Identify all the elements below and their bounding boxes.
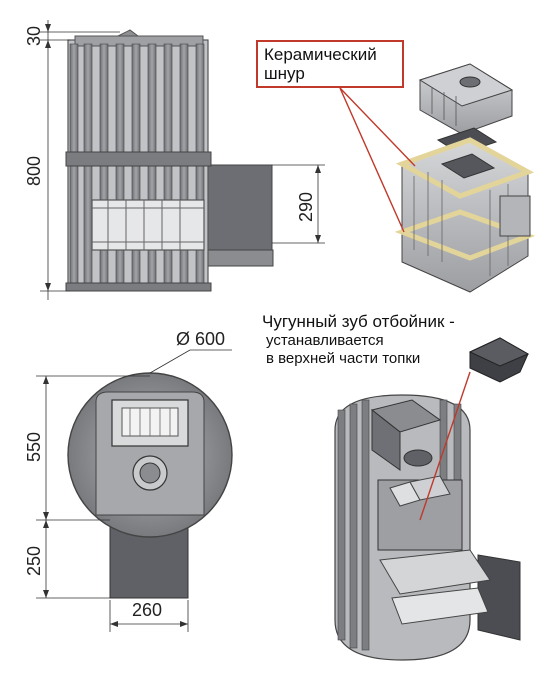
cast-iron-tooth-callout: Чугунный зуб отбойник - устанавливается … (262, 312, 472, 368)
dim-top-offset: 30 (24, 26, 44, 46)
cage-band (65, 151, 212, 167)
exploded-lid-ribs (431, 88, 457, 126)
dimension-arrows (45, 24, 321, 291)
ceramic-cord-line2: шнур (264, 64, 305, 83)
ceramic-cord-line1: Керамический (264, 45, 377, 64)
front-dimension-arrows (43, 376, 188, 627)
front-view: Ø 600 550 250 260 (24, 329, 233, 632)
tooth-line2: устанавливается (266, 332, 384, 349)
flue-box (204, 164, 273, 266)
tooth-leader (419, 371, 471, 521)
ceramic-cord-callout: Керамический шнур (256, 40, 404, 88)
dim-base-width: 260 (132, 600, 162, 620)
ash-port-inner (139, 462, 161, 484)
exploded-cord-top (395, 137, 535, 199)
front-dimension-lines (36, 349, 232, 632)
stove-top-handle (117, 29, 140, 37)
cutaway-ash-port (403, 449, 433, 467)
cutaway-ash-step (379, 549, 491, 595)
dim-diameter: Ø 600 (176, 329, 225, 349)
cutaway-ash-tray (391, 587, 489, 625)
cutaway-bars (337, 399, 462, 651)
cage-bottom (65, 282, 212, 292)
dim-height: 800 (24, 156, 44, 186)
cutaway-view (334, 337, 530, 661)
firebox-grille (129, 408, 171, 436)
tooth-line1: Чугунный зуб отбойник - (262, 312, 455, 331)
dim-front-height: 550 (24, 432, 44, 462)
exploded-flue-stub (499, 195, 531, 237)
dim-base-height: 250 (24, 546, 44, 576)
cast-iron-tooth-top (468, 337, 530, 367)
dim-chimney-height: 290 (296, 192, 316, 222)
tooth-line3: в верхней части топки (266, 350, 421, 367)
exploded-body-opening (440, 153, 496, 179)
side-view: 30 800 290 (24, 20, 325, 300)
exploded-lid-port (459, 76, 481, 88)
cutaway-tooth (389, 475, 451, 507)
cutaway-top-box-side (371, 408, 401, 471)
exploded-view (339, 63, 536, 293)
side-dimension-lines (40, 20, 325, 300)
flue-bottom-lip (204, 249, 274, 267)
basket-slats (92, 200, 204, 250)
cutaway-flue (477, 554, 521, 641)
ceramic-cord-leaders (339, 87, 416, 233)
